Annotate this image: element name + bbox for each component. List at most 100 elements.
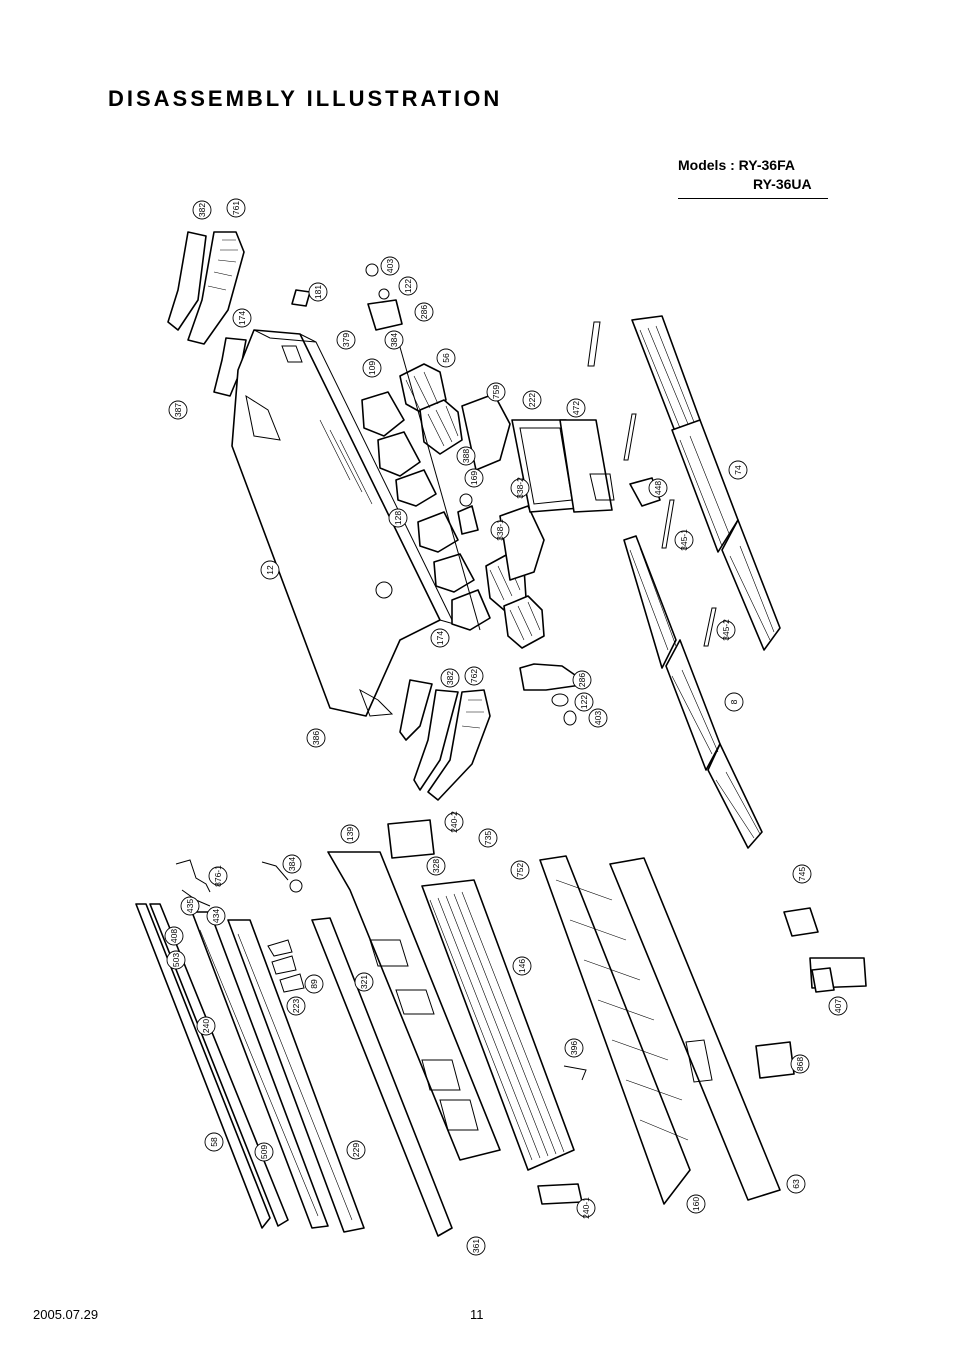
callout-circle — [384, 330, 404, 350]
callout-circle — [522, 390, 542, 410]
callout-label: 345-2 — [721, 619, 731, 641]
callout-label: 139 — [345, 827, 355, 841]
callout-circle — [792, 864, 812, 884]
part-callout: 386 — [306, 728, 326, 748]
callout-label: 222 — [527, 393, 537, 407]
bracket-top — [213, 337, 247, 397]
footer-page-number: 11 — [470, 1307, 484, 1322]
part-callout: 382 — [192, 200, 212, 220]
callout-circle — [168, 400, 188, 420]
part-callout: 146 — [512, 956, 532, 976]
callout-label: 240-2 — [449, 811, 459, 833]
callout-circle — [260, 560, 280, 580]
callout-label: 448 — [653, 481, 663, 495]
part-callout: 345-1 — [674, 529, 694, 551]
callout-label: 435 — [185, 899, 195, 913]
callout-label: 240 — [201, 1019, 211, 1033]
callout-circle — [466, 1236, 486, 1256]
part-callout: 12 — [260, 560, 280, 580]
callout-label: 321 — [359, 975, 369, 989]
callout-circle — [388, 508, 408, 528]
part-callout: 472 — [566, 398, 586, 418]
callout-circle — [564, 1038, 584, 1058]
part-callout: 139 — [340, 824, 360, 844]
callout-circle — [786, 1174, 806, 1194]
callout-circle — [164, 926, 184, 946]
callout-circle — [362, 358, 382, 378]
callout-label: 181 — [313, 285, 323, 299]
callout-label: 382 — [445, 671, 455, 685]
part-callout: 384 — [282, 854, 302, 874]
callout-label: 745 — [797, 867, 807, 881]
callout-label: 761 — [231, 201, 241, 215]
part-callout: 408 — [164, 926, 184, 946]
part-callout: 338-2 — [510, 477, 530, 499]
grille-frame — [539, 855, 781, 1205]
callout-circle — [486, 382, 506, 402]
part-callout: 876-1 — [208, 865, 228, 887]
callout-label: 223 — [291, 999, 301, 1013]
callout-label: 89 — [309, 979, 319, 989]
callout-circle — [340, 824, 360, 844]
part-callout: 745 — [792, 864, 812, 884]
part-callout: 345-2 — [716, 619, 736, 641]
callout-label: 160 — [691, 1197, 701, 1211]
callout-circle — [572, 670, 592, 690]
part-callout: 868 — [790, 1054, 810, 1074]
part-callout: 122 — [574, 692, 594, 712]
part-callout: 169 — [464, 468, 484, 488]
part-callout: 384 — [384, 330, 404, 350]
part-callout: 240-1 — [576, 1197, 596, 1219]
callout-circle — [346, 1140, 366, 1160]
footer-date: 2005.07.29 — [33, 1307, 99, 1322]
callout-label: 762 — [469, 669, 479, 683]
callout-label: 58 — [209, 1137, 219, 1147]
callout-label: 229 — [351, 1143, 361, 1157]
part-callout: 735 — [478, 828, 498, 848]
part-callout: 509 — [254, 1142, 274, 1162]
part-callout: 761 — [226, 198, 246, 218]
callout-label: 174 — [237, 311, 247, 325]
front-strips — [135, 903, 453, 1237]
callout-circle — [566, 398, 586, 418]
part-callout: 382 — [440, 668, 460, 688]
part-callout: 435 — [180, 896, 200, 916]
part-callout: 387 — [168, 400, 188, 420]
callout-label: 384 — [389, 333, 399, 347]
models-block: Models : RY-36FA RY-36UA — [678, 156, 828, 199]
callout-circle — [574, 692, 594, 712]
side-cap-lower — [399, 679, 491, 801]
side-cap-top-left — [167, 231, 245, 345]
callout-circle — [282, 854, 302, 874]
blower-assembly — [291, 263, 661, 726]
callout-circle — [196, 1016, 216, 1036]
part-callout: 403 — [588, 708, 608, 728]
callout-circle — [588, 708, 608, 728]
callout-circle — [306, 728, 326, 748]
part-callout: 762 — [464, 666, 484, 686]
callout-circle — [208, 866, 228, 886]
callout-circle — [674, 530, 694, 550]
wiring-harness — [175, 859, 303, 907]
callout-label: 735 — [483, 831, 493, 845]
callout-circle — [426, 856, 446, 876]
callout-circle — [206, 906, 226, 926]
callout-label: 384 — [287, 857, 297, 871]
callout-label: 361 — [471, 1239, 481, 1253]
callout-circle — [192, 200, 212, 220]
callout-circle — [512, 956, 532, 976]
models-line-2: RY-36UA — [678, 175, 828, 194]
front-panel — [327, 851, 501, 1161]
part-callout: 338-1 — [490, 519, 510, 541]
part-callout: 174 — [232, 308, 252, 328]
callout-circle — [166, 950, 186, 970]
callout-circle — [648, 478, 668, 498]
part-callout: 128 — [388, 508, 408, 528]
callout-label: 759 — [491, 385, 501, 399]
grille-panels-middle — [623, 535, 763, 849]
evaporator-coil — [387, 819, 575, 1171]
callout-circle — [464, 666, 484, 686]
callout-label: 328 — [431, 859, 441, 873]
